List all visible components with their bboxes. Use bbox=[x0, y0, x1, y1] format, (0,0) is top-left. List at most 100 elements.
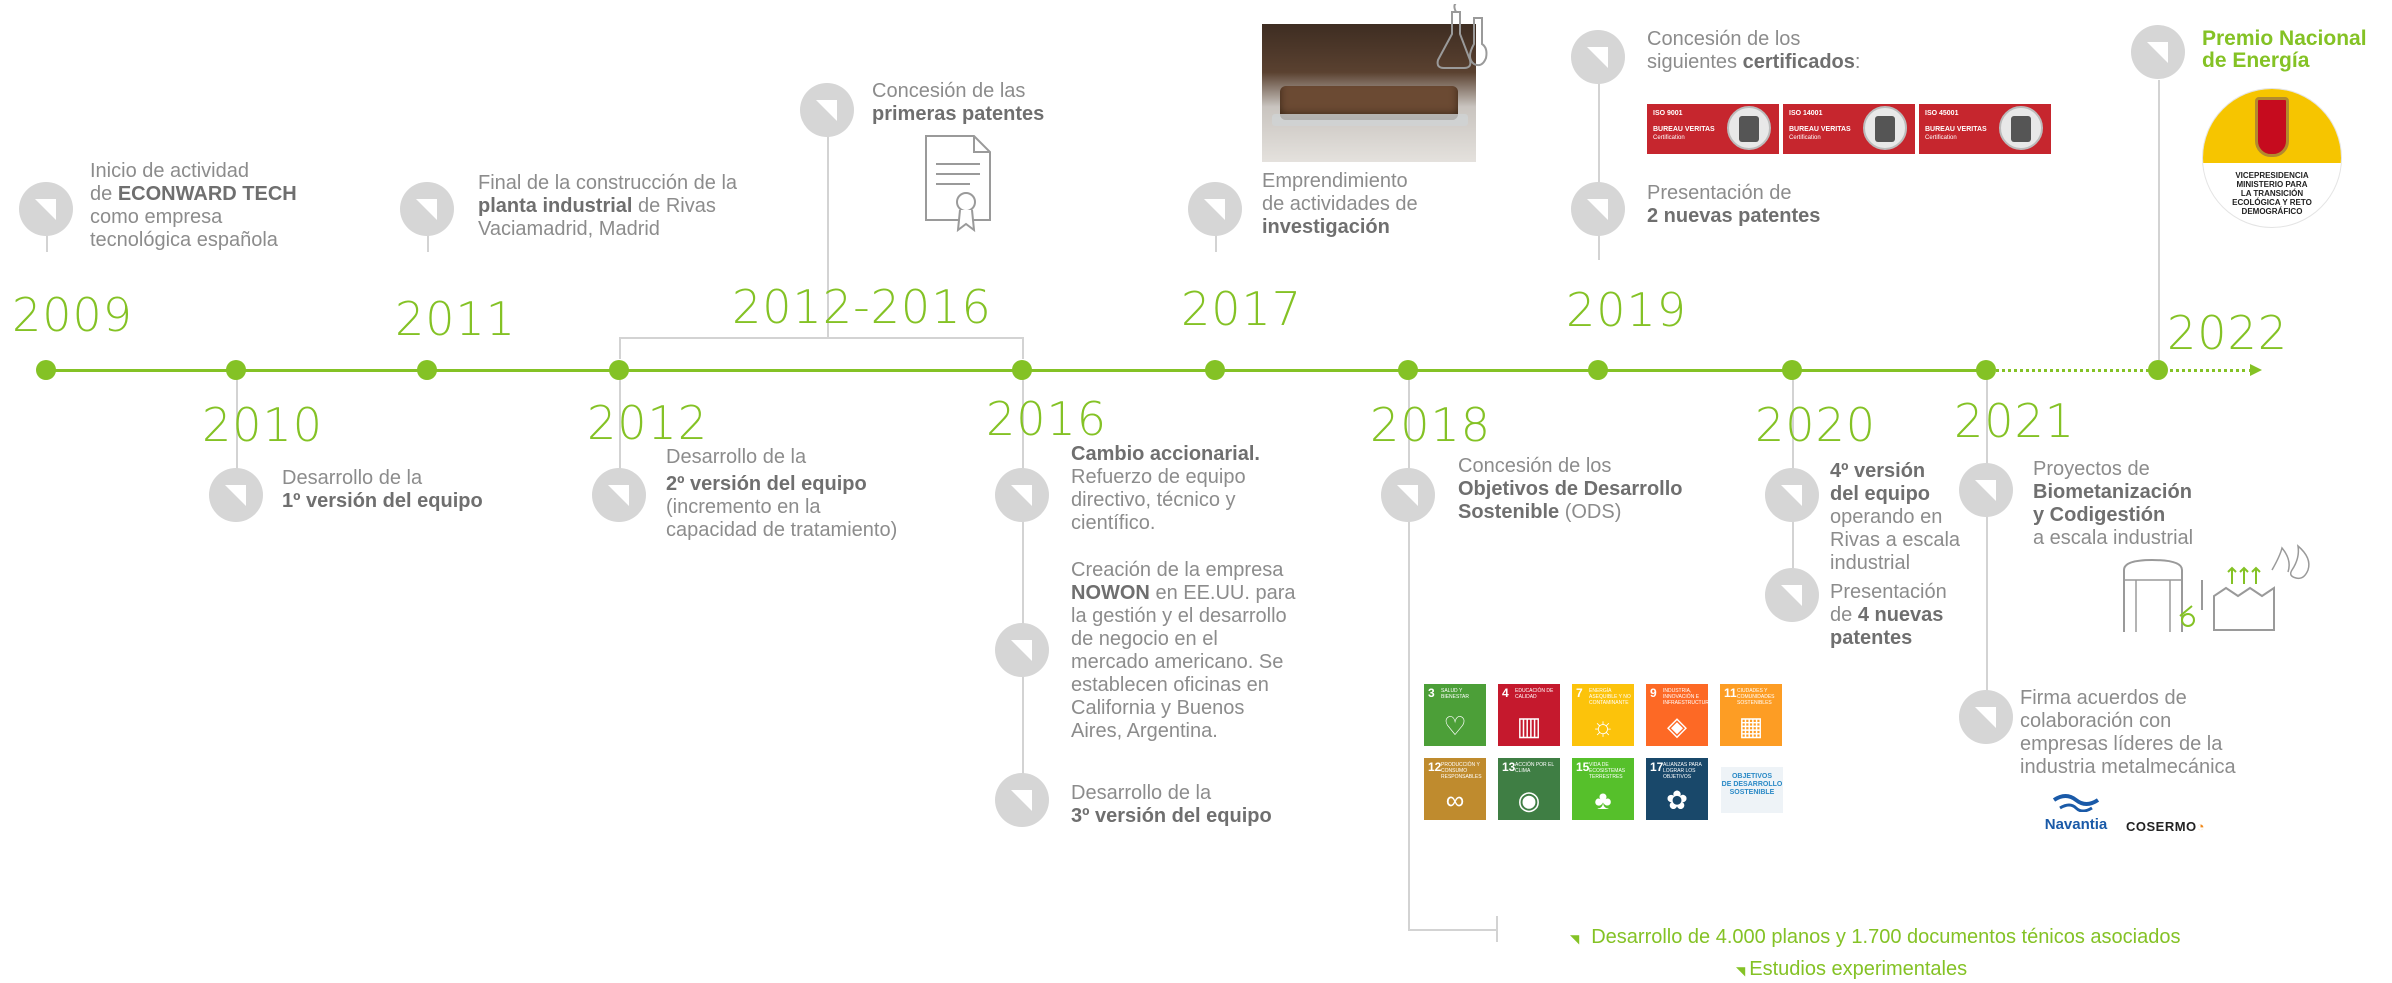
milestone-2012-text: Desarrollo de la 2º versión del equipo (… bbox=[666, 446, 897, 542]
milestone-2011-bold: planta industrial bbox=[478, 195, 633, 217]
connector-2022 bbox=[2158, 80, 2160, 360]
corner-arrow-icon bbox=[1959, 690, 2013, 744]
milestone-2022-line2: de Energía bbox=[2202, 49, 2310, 72]
year-2022: 2022 bbox=[2167, 306, 2289, 360]
milestone-2016c-text: Desarrollo de la 3º versión del equipo bbox=[1071, 782, 1272, 828]
year-2010: 2010 bbox=[202, 398, 324, 452]
milestone-2016b-text: Creación de la empresa NOWON en EE.UU. p… bbox=[1071, 559, 1296, 743]
corner-arrow-icon bbox=[19, 182, 73, 236]
milestone-2021a-bold2: y Codigestión bbox=[2033, 504, 2166, 526]
sdg-logo-line3: SOSTENIBLE bbox=[1729, 789, 1775, 796]
navantia-wave-icon bbox=[2052, 794, 2100, 813]
milestone-2009-text: Inicio de actividad de ECONWARD TECH com… bbox=[90, 160, 297, 252]
sdg-tile: 11Ciudades y comunidades sostenibles▦ bbox=[1720, 684, 1782, 746]
sdg-tile-glyph-icon: ∞ bbox=[1445, 785, 1465, 815]
milestone-2016a-line4: científico. bbox=[1071, 512, 1156, 534]
milestone-2016a-line1: Cambio accionarial. bbox=[1071, 443, 1260, 466]
iso-sub: Certification bbox=[1789, 135, 1821, 141]
sdg-tile-glyph-icon: ▥ bbox=[1516, 711, 1542, 741]
milestone-2016b-line6: establecen oficinas en bbox=[1071, 674, 1269, 696]
sdg-tile: 15Vida de ecosistemas terrestres♣ bbox=[1572, 758, 1634, 820]
year-2018: 2018 bbox=[1370, 398, 1492, 452]
timeline-node bbox=[1012, 360, 1032, 380]
milestone-2016b-line1: Creación de la empresa bbox=[1071, 559, 1284, 581]
timeline-node bbox=[1398, 360, 1418, 380]
milestone-2012-line3: (incremento en la bbox=[666, 496, 821, 518]
corner-arrow-icon bbox=[995, 623, 1049, 677]
milestone-2010-line2: 1º versión del equipo bbox=[282, 490, 483, 513]
connector-2012-2016-bracket bbox=[619, 337, 1023, 339]
year-2017: 2017 bbox=[1181, 282, 1303, 336]
iso-org: BUREAU VERITAS bbox=[1925, 126, 1987, 133]
timeline-node bbox=[1588, 360, 1608, 380]
connector-2019 bbox=[1598, 80, 1600, 260]
connector-2012-2016-stem bbox=[827, 135, 829, 339]
sdg-tile-label: Ciudades y comunidades sostenibles bbox=[1737, 688, 1775, 706]
milestone-2017-line3: investigación bbox=[1262, 216, 1418, 239]
milestone-2021b-line1: Firma acuerdos de bbox=[2020, 687, 2187, 709]
milestone-2012-2016-text: Concesión de las primeras patentes bbox=[872, 80, 1044, 126]
patent-document-icon bbox=[925, 135, 991, 233]
milestone-2016a-text: Cambio accionarial. Refuerzo de equipo d… bbox=[1071, 443, 1260, 535]
milestone-2020b-bold2: patentes bbox=[1830, 627, 1913, 649]
sdg-tile-glyph-icon: ▦ bbox=[1738, 711, 1764, 741]
connector-2018-foot bbox=[1408, 929, 1498, 931]
milestone-2019a-line2: siguientes certificados: bbox=[1647, 51, 1860, 74]
sdg-tile-label: Industria, innovación e infraestructura bbox=[1663, 688, 1713, 706]
milestone-2022-text: Premio Nacional de Energía bbox=[2202, 28, 2367, 72]
milestone-2021a-bold1: Biometanización bbox=[2033, 481, 2192, 503]
milestone-2009-line1: Inicio de actividad bbox=[90, 160, 249, 182]
milestone-2012-line4: capacidad de tratamiento) bbox=[666, 519, 898, 541]
milestone-2020a-line1: 4º versión bbox=[1830, 460, 1960, 483]
corner-arrow-icon bbox=[1765, 468, 1819, 522]
corner-arrow-icon bbox=[400, 182, 454, 236]
year-2020: 2020 bbox=[1755, 398, 1877, 452]
milestone-2012-line2: 2º versión del equipo bbox=[666, 473, 897, 496]
milestone-2020a-line5: industrial bbox=[1830, 552, 1911, 574]
bureau-veritas-seal-icon bbox=[1863, 106, 1907, 150]
sdg-tile-label: Vida de ecosistemas terrestres bbox=[1589, 762, 1626, 780]
milestone-2021a-line4: a escala industrial bbox=[2033, 527, 2194, 549]
corner-arrow-icon bbox=[1959, 463, 2013, 517]
milestone-2010-line1: Desarrollo de la bbox=[282, 467, 423, 489]
milestone-2017-bold: investigación bbox=[1262, 216, 1390, 238]
timeline-node bbox=[609, 360, 629, 380]
milestone-2020b-line2: de 4 nuevas bbox=[1830, 604, 1947, 627]
milestone-2020a-text: 4º versión del equipo operando en Rivas … bbox=[1830, 460, 1960, 575]
coat-of-arms-icon bbox=[2255, 97, 2289, 157]
milestone-2020b-text: Presentación de 4 nuevas patentes bbox=[1830, 581, 1947, 650]
milestone-2019b-line1: Presentación de bbox=[1647, 182, 1792, 204]
navantia-label: Navantia bbox=[2044, 816, 2108, 833]
timeline-node bbox=[1205, 360, 1225, 380]
sdg-tile: 7Energía asequible y no contaminante☼ bbox=[1572, 684, 1634, 746]
milestone-2016a-line2: Refuerzo de equipo bbox=[1071, 466, 1246, 488]
year-2019: 2019 bbox=[1566, 283, 1688, 337]
iso-code: ISO 45001 bbox=[1925, 110, 1959, 117]
year-2016: 2016 bbox=[986, 392, 1108, 446]
award-badge-line4: ECOLÓGICA Y RETO bbox=[2232, 198, 2312, 207]
bullet-marker-icon: ◥ bbox=[1736, 964, 1746, 978]
sdg-tile-number: 13 bbox=[1502, 760, 1516, 774]
sdg-tile-glyph-icon: ♣ bbox=[1594, 785, 1612, 815]
milestone-2016c-bold: 3º versión del equipo bbox=[1071, 805, 1272, 827]
connector-2016-right bbox=[1022, 337, 1024, 359]
milestone-2016b-bold: NOWON bbox=[1071, 582, 1150, 604]
sdg-tile-glyph-icon: ◈ bbox=[1667, 711, 1687, 741]
connector-2016-down bbox=[1022, 380, 1024, 820]
milestone-2021a-line1: Proyectos de bbox=[2033, 458, 2150, 480]
timeline-node bbox=[1782, 360, 1802, 380]
corner-arrow-icon bbox=[592, 468, 646, 522]
connector-2018-down bbox=[1408, 380, 1410, 930]
year-2012: 2012 bbox=[587, 396, 709, 450]
award-badge-line1: VICEPRESIDENCIA bbox=[2235, 171, 2309, 180]
bullet-marker-icon: ◥ bbox=[1570, 932, 1580, 946]
bullet-estudios-label: Estudios experimentales bbox=[1749, 958, 1968, 980]
bureau-veritas-seal-icon bbox=[1999, 106, 2043, 150]
milestone-2012-2016-line2: primeras patentes bbox=[872, 103, 1044, 126]
sdg-tile: 13Acción por el clima◉ bbox=[1498, 758, 1560, 820]
milestone-2021b-line4: industria metalmecánica bbox=[2020, 756, 2236, 778]
milestone-2010-text: Desarrollo de la 1º versión del equipo bbox=[282, 467, 483, 513]
timeline-axis-dotted bbox=[1983, 369, 2253, 372]
